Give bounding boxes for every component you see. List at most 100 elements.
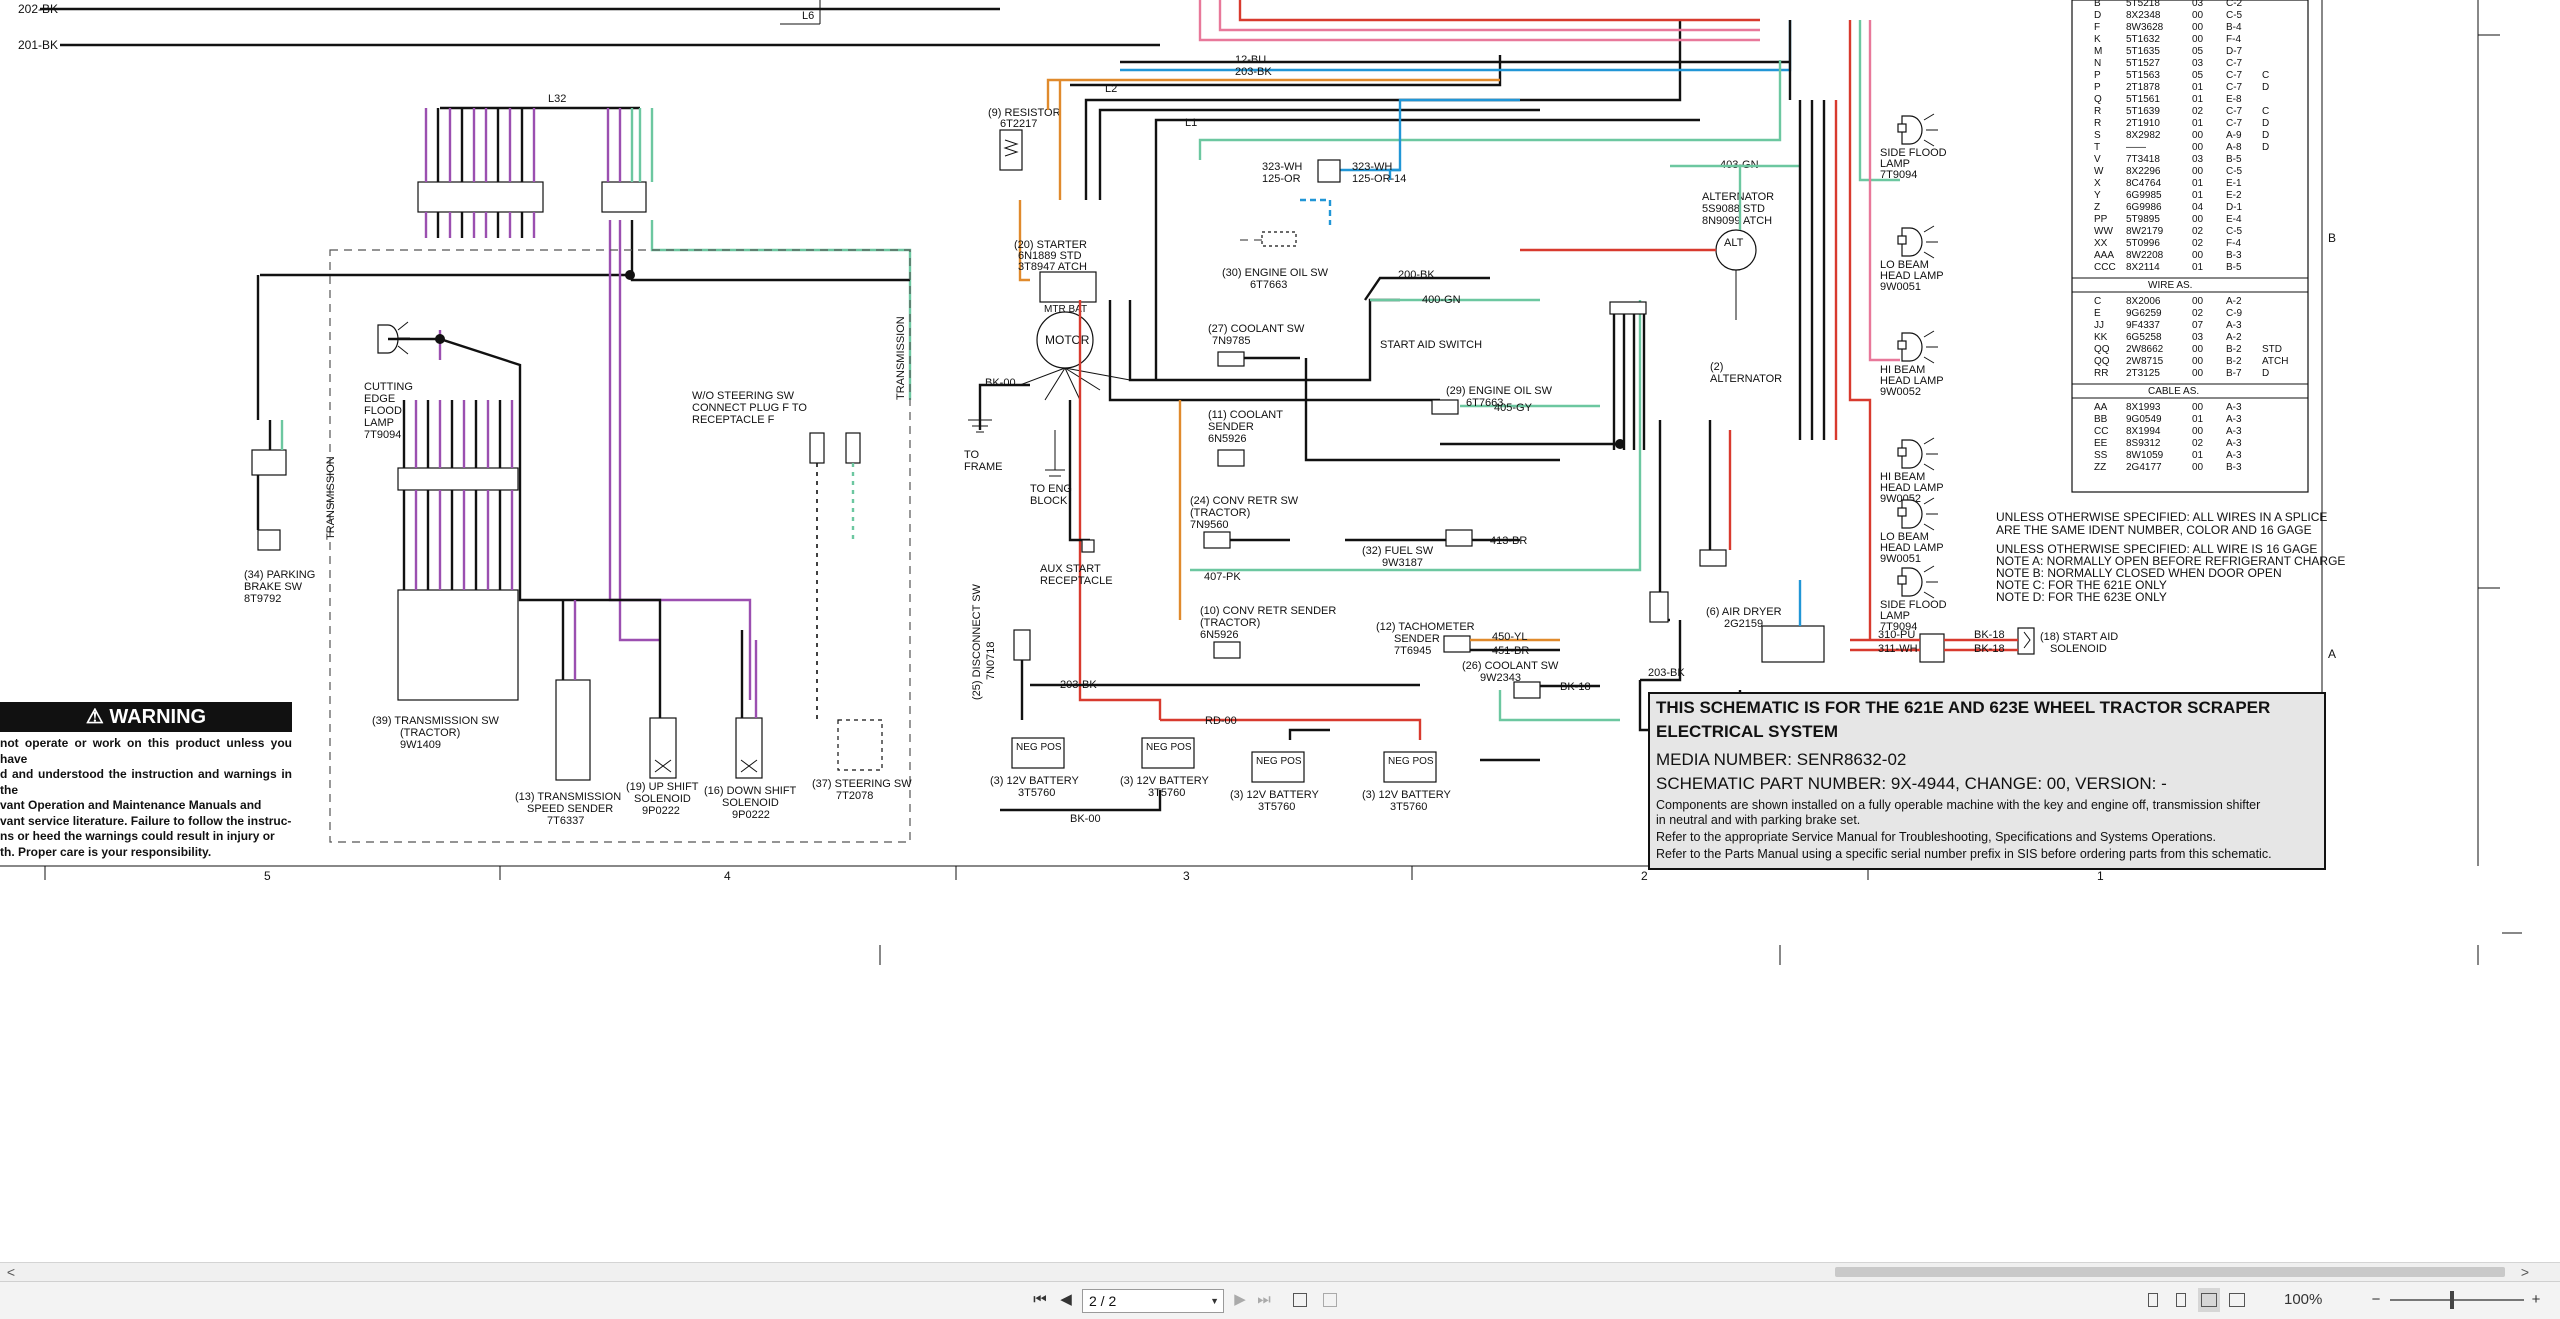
svg-text:HEAD LAMP: HEAD LAMP bbox=[1880, 270, 1944, 282]
two-page-view-icon[interactable] bbox=[2198, 1288, 2220, 1312]
single-page-view-icon[interactable] bbox=[2142, 1288, 2164, 1312]
svg-text:LO BEAM: LO BEAM bbox=[1880, 531, 1929, 543]
svg-text:7T2078: 7T2078 bbox=[836, 790, 873, 802]
svg-text:8S9312: 8S9312 bbox=[2126, 438, 2161, 449]
svg-text:HEAD LAMP: HEAD LAMP bbox=[1880, 375, 1944, 387]
svg-text:C-7: C-7 bbox=[2226, 82, 2243, 93]
svg-text:(TRACTOR): (TRACTOR) bbox=[1200, 617, 1260, 629]
svg-text:HI BEAM: HI BEAM bbox=[1880, 471, 1925, 483]
svg-text:2T1910: 2T1910 bbox=[2126, 118, 2160, 129]
zoom-in-symbol: + bbox=[2531, 1291, 2541, 1308]
wire-label-202bk: 202-BK bbox=[18, 2, 58, 16]
next-page-icon[interactable]: ▶ bbox=[1234, 1291, 1246, 1308]
wire-label-203bk: 203-BK bbox=[1235, 66, 1272, 78]
svg-text:Q: Q bbox=[2094, 94, 2102, 105]
svg-text:5T5218: 5T5218 bbox=[2126, 0, 2160, 9]
coolant-switch-28 bbox=[1699, 420, 1732, 567]
zoom-in-icon[interactable]: + bbox=[2526, 1288, 2546, 1312]
svg-text:A-8: A-8 bbox=[2226, 142, 2242, 153]
zone-label-5: 5 bbox=[264, 869, 271, 883]
start-aid-solenoid: 310-PU 311-WH BK-18 BK-18 (18) START AID… bbox=[1850, 627, 2118, 663]
wire-label-405gy: 405-GY bbox=[1494, 402, 1533, 414]
svg-text:3T5760: 3T5760 bbox=[1390, 801, 1427, 813]
svg-text:E: E bbox=[2094, 308, 2101, 319]
svg-text:01: 01 bbox=[2192, 414, 2204, 425]
wire-group-top-left: 202-BK 201-BK L6 bbox=[18, 0, 1160, 52]
label-mtr-bat: MTR BAT bbox=[1044, 304, 1087, 315]
svg-text:7T9094: 7T9094 bbox=[1880, 169, 1917, 181]
alternator: ALT ALTERNATOR 5S9088 STD 8N9099 ATCH (2… bbox=[1520, 159, 1800, 385]
media-number: MEDIA NUMBER: SENR8632-02 bbox=[1656, 750, 1907, 769]
svg-text:CABLE AS.: CABLE AS. bbox=[2148, 386, 2199, 397]
label-fuel-sw: (32) FUEL SW bbox=[1362, 545, 1434, 557]
svg-text:C-7: C-7 bbox=[2226, 118, 2243, 129]
wire-label-451br: 451-BR bbox=[1492, 645, 1529, 657]
title-block: THIS SCHEMATIC IS FOR THE 621E AND 623E … bbox=[1648, 692, 2326, 870]
title-line-2: ELECTRICAL SYSTEM bbox=[1656, 722, 1838, 741]
svg-text:03: 03 bbox=[2192, 58, 2204, 69]
svg-text:8W3628: 8W3628 bbox=[2126, 22, 2164, 33]
wire-label-407pk: 407-PK bbox=[1204, 571, 1241, 583]
svg-text:02: 02 bbox=[2192, 226, 2204, 237]
svg-text:A-2: A-2 bbox=[2226, 296, 2242, 307]
svg-text:LAMP: LAMP bbox=[364, 417, 394, 429]
svg-text:F: F bbox=[2094, 22, 2100, 33]
scroll-left-arrow-icon[interactable]: < bbox=[6, 1264, 16, 1280]
svg-text:2T3125: 2T3125 bbox=[2126, 368, 2160, 379]
svg-text:B-2: B-2 bbox=[2226, 356, 2242, 367]
svg-text:C-5: C-5 bbox=[2226, 226, 2243, 237]
horizontal-scrollbar[interactable]: < > bbox=[0, 1262, 2560, 1281]
starter-motor: MTR BAT MOTOR (20) STARTER 6N1889 STD 3T… bbox=[978, 239, 1440, 720]
svg-text:LAMP: LAMP bbox=[1880, 610, 1910, 622]
svg-text:8T9792: 8T9792 bbox=[244, 593, 281, 605]
note-b: NOTE B: NORMALLY CLOSED WHEN DOOR OPEN bbox=[1996, 566, 2282, 580]
svg-text:6N5926: 6N5926 bbox=[1208, 433, 1247, 445]
svg-text:RECEPTACLE F: RECEPTACLE F bbox=[692, 414, 775, 426]
zoom-slider-thumb[interactable] bbox=[2450, 1291, 2454, 1309]
scroll-right-arrow-icon[interactable]: > bbox=[2520, 1264, 2530, 1280]
label-trans-speed-sender: (13) TRANSMISSION bbox=[515, 791, 621, 803]
wire-label-400gn: 400-GN bbox=[1422, 294, 1461, 306]
two-page-continuous-view-icon[interactable] bbox=[2226, 1288, 2248, 1312]
last-page-icon[interactable]: ⏭ bbox=[1257, 1291, 1271, 1308]
svg-text:QQ: QQ bbox=[2094, 344, 2110, 355]
document-viewport[interactable]: 5 4 3 2 1 B A 202-BK 201-BK L6 L32 TRANS… bbox=[0, 0, 2560, 1262]
zoom-slider[interactable] bbox=[2390, 1299, 2524, 1301]
zoom-out-icon[interactable]: − bbox=[2366, 1288, 2386, 1312]
chevron-down-icon: ▼ bbox=[1210, 1296, 1219, 1306]
label-coolant-sw27: (27) COOLANT SW bbox=[1208, 323, 1305, 335]
svg-text:D: D bbox=[2262, 368, 2269, 379]
first-page-icon[interactable]: ⏮ bbox=[1033, 1291, 1047, 1308]
down-shift-solenoid: (16) DOWN SHIFT SOLENOID 9P0222 bbox=[704, 630, 797, 821]
prev-page-icon[interactable]: ◀ bbox=[1060, 1291, 1072, 1308]
svg-text:9W1409: 9W1409 bbox=[400, 739, 441, 751]
svg-text:SPEED SENDER: SPEED SENDER bbox=[527, 803, 613, 815]
svg-text:203-BK: 203-BK bbox=[1060, 679, 1097, 691]
svg-text:SS: SS bbox=[2094, 450, 2108, 461]
svg-text:S: S bbox=[2094, 130, 2101, 141]
svg-text:6G9986: 6G9986 bbox=[2126, 202, 2162, 213]
svg-text:9W2343: 9W2343 bbox=[1480, 672, 1521, 684]
svg-text:01: 01 bbox=[2192, 118, 2204, 129]
wire-label-12bu: 12-BU bbox=[1235, 54, 1266, 66]
fit-width-icon[interactable] bbox=[1318, 1288, 1342, 1312]
label-air-dryer: (6) AIR DRYER bbox=[1706, 606, 1782, 618]
continuous-view-icon[interactable] bbox=[2170, 1288, 2192, 1312]
svg-text:B-2: B-2 bbox=[2226, 344, 2242, 355]
page-number-value: 2 / 2 bbox=[1089, 1293, 1117, 1309]
svg-text:04: 04 bbox=[2192, 202, 2204, 213]
label-cutting-edge: CUTTING bbox=[364, 381, 413, 393]
svg-text:JJ: JJ bbox=[2094, 320, 2104, 331]
svg-text:8X2296: 8X2296 bbox=[2126, 166, 2161, 177]
svg-text:C-7: C-7 bbox=[2226, 70, 2243, 81]
title-line-1: THIS SCHEMATIC IS FOR THE 621E AND 623E … bbox=[1656, 698, 2271, 717]
wiring-schematic: 5 4 3 2 1 B A 202-BK 201-BK L6 L32 TRANS… bbox=[0, 0, 2522, 965]
svg-text:P: P bbox=[2094, 70, 2101, 81]
wire-label-l2: L2 bbox=[1105, 83, 1117, 95]
fit-page-icon[interactable] bbox=[1288, 1288, 1312, 1312]
page-number-select[interactable]: 2 / 2 ▼ bbox=[1082, 1289, 1224, 1313]
scrollbar-thumb[interactable] bbox=[1835, 1267, 2505, 1277]
